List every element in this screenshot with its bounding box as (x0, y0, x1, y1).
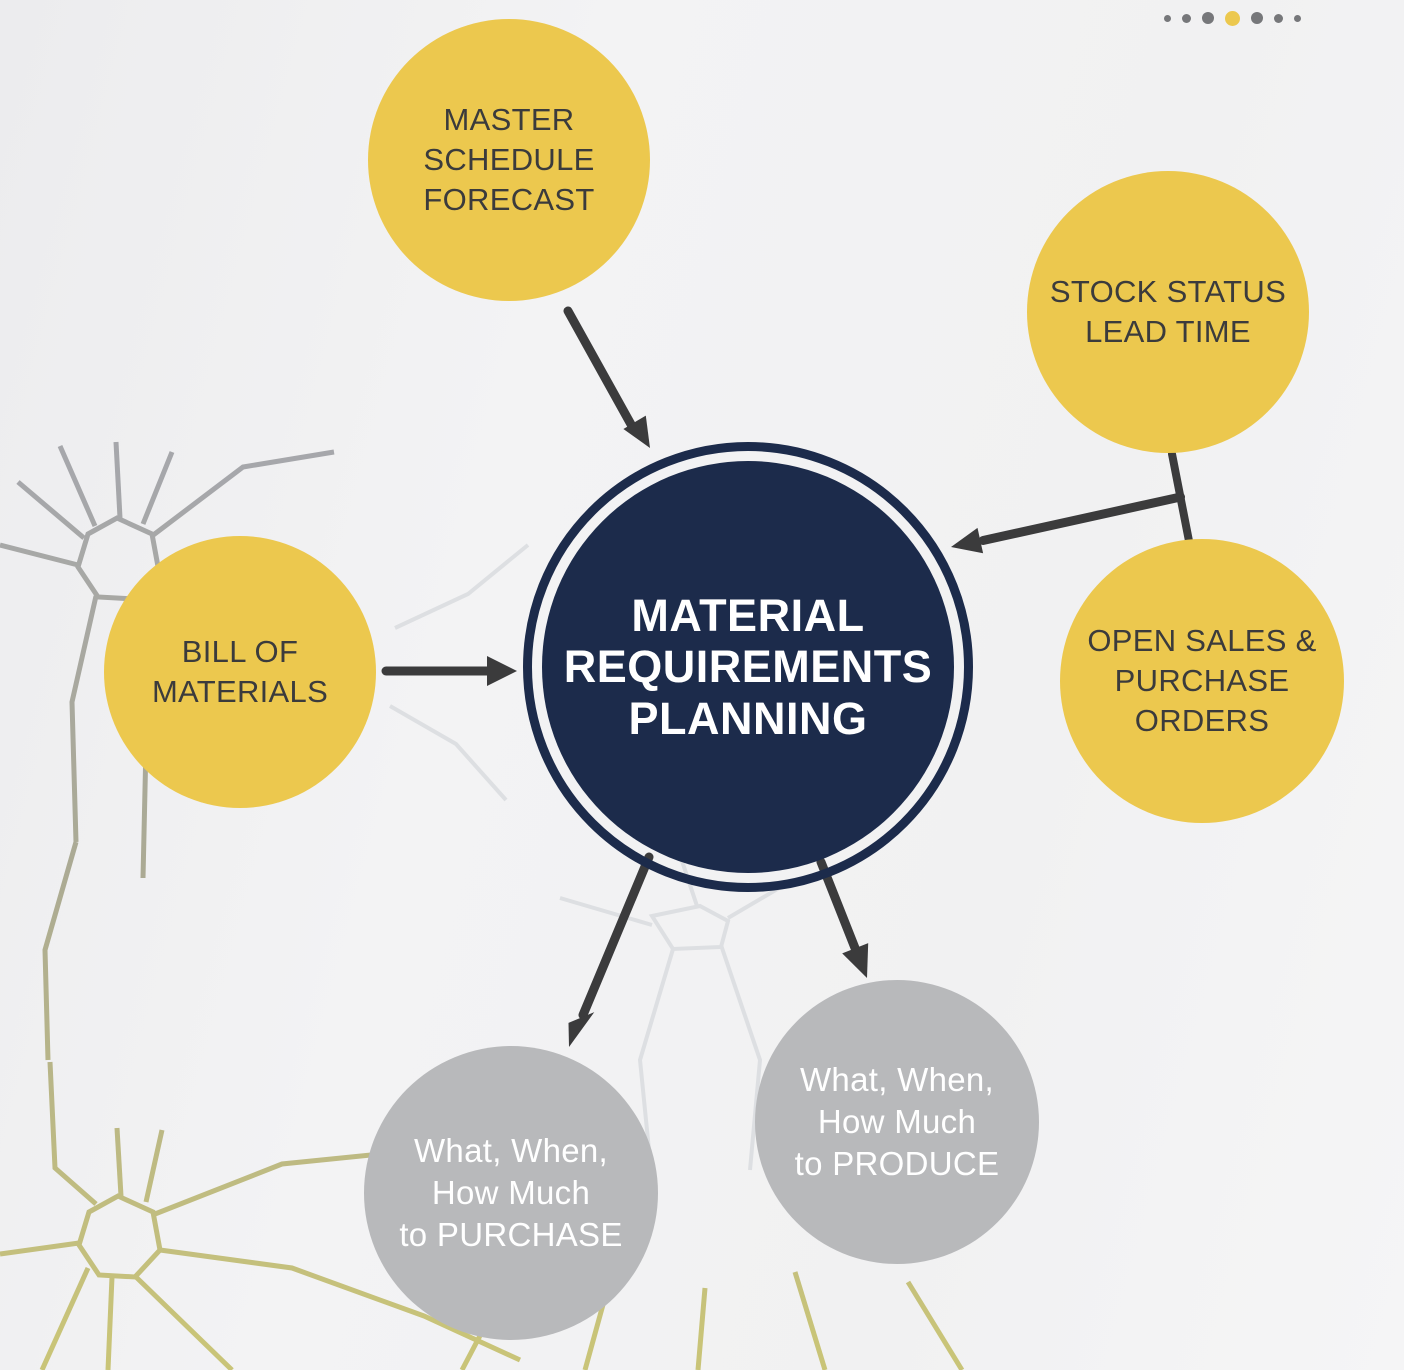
node-open-sales-purchase-orders: OPEN SALES & PURCHASE ORDERS (1060, 539, 1344, 823)
node-output-produce: What, When, How Much to PRODUCE (755, 980, 1039, 1264)
pagination-dot[interactable] (1274, 13, 1283, 23)
pattern-line (16, 480, 86, 540)
pattern-node (76, 1193, 163, 1280)
node-label: MASTER SCHEDULE FORECAST (423, 102, 595, 217)
pattern-line (105, 1276, 115, 1370)
pattern-line (159, 1247, 522, 1363)
center-title: MATERIAL REQUIREMENTS PLANNING (563, 590, 933, 744)
node-label: What, When, How Much to PRODUCE (794, 1061, 1000, 1182)
pattern-line (150, 449, 335, 538)
pattern-node (648, 903, 731, 952)
node-stock-status-lead-time: STOCK STATUS LEAD TIME (1027, 171, 1309, 453)
node-label: OPEN SALES & PURCHASE ORDERS (1087, 623, 1317, 738)
pagination-dot[interactable] (1251, 12, 1263, 24)
pattern-line (69, 595, 99, 843)
pagination-dot[interactable] (1294, 14, 1301, 22)
pattern-node (75, 515, 162, 602)
node-label: BILL OF MATERIALS (151, 634, 329, 709)
node-mrp-center: MATERIAL REQUIREMENTS PLANNING (542, 461, 954, 873)
pattern-line (114, 1127, 124, 1197)
pattern-line (559, 896, 653, 927)
pattern-line (140, 451, 175, 525)
pattern-line (792, 1271, 828, 1370)
pattern-line (57, 444, 98, 528)
node-master-schedule-forecast: MASTER SCHEDULE FORECAST (368, 19, 650, 301)
pattern-line (719, 944, 763, 1171)
node-label: STOCK STATUS LEAD TIME (1049, 274, 1287, 349)
pattern-line (39, 1266, 91, 1370)
pattern-line (394, 543, 530, 630)
pattern-line (143, 1129, 165, 1203)
pattern-line (905, 1280, 965, 1370)
pagination-dot[interactable] (1164, 14, 1171, 22)
node-label: What, When, How Much to PURCHASE (399, 1132, 623, 1253)
node-bill-of-materials: BILL OF MATERIALS (104, 536, 376, 808)
pattern-line (0, 542, 79, 568)
pagination-dot-active[interactable] (1225, 10, 1240, 26)
pagination-dot[interactable] (1182, 13, 1191, 23)
pattern-line (47, 1061, 98, 1206)
pattern-line (695, 1287, 708, 1370)
pagination (1164, 10, 1301, 26)
pattern-line (42, 841, 79, 1061)
pagination-dot[interactable] (1202, 12, 1214, 24)
pattern-line (389, 704, 508, 802)
node-output-purchase: What, When, How Much to PURCHASE (364, 1046, 658, 1340)
pattern-line (134, 1275, 234, 1370)
pattern-line (0, 1240, 80, 1257)
node-mrp-center-ring: MATERIAL REQUIREMENTS PLANNING (523, 442, 973, 892)
pattern-line (113, 441, 123, 519)
